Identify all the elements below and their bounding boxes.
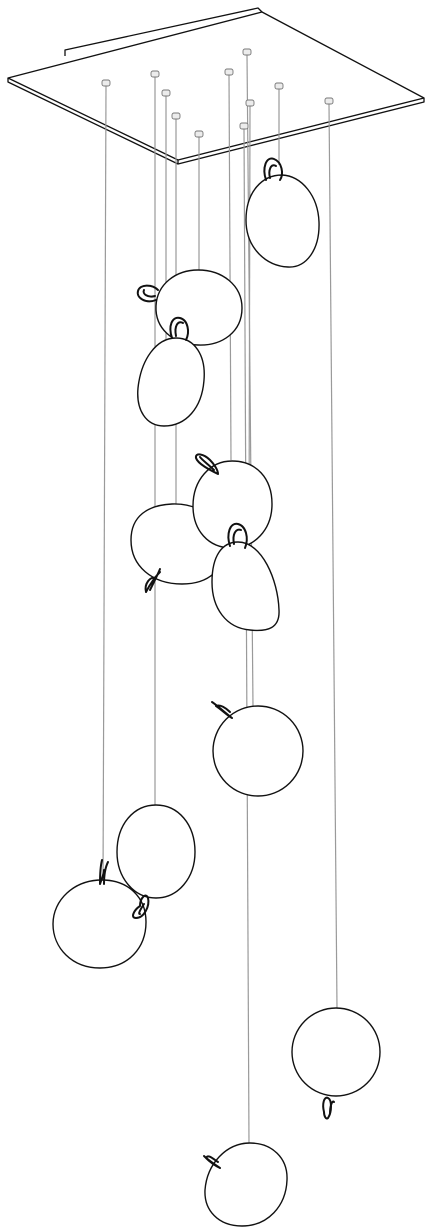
hook-loop-d	[144, 568, 161, 593]
pendant-h	[116, 804, 196, 899]
connector-7	[242, 48, 252, 56]
canopy-back-edge	[64, 7, 263, 56]
pendant-e	[192, 460, 273, 549]
connector-10	[274, 82, 284, 90]
wire-6	[228, 74, 232, 461]
connector-5	[194, 130, 204, 138]
pendant-f	[211, 541, 280, 632]
hook-loop-f	[227, 522, 248, 549]
connector-4	[171, 112, 181, 120]
pendant-k	[204, 1142, 288, 1227]
pendant-a	[245, 174, 320, 268]
wire-1	[102, 85, 107, 885]
hook-loop-k	[203, 1155, 221, 1169]
connector-2	[150, 70, 160, 78]
hook-loop-j	[322, 1096, 335, 1120]
hook-loop-b	[136, 284, 159, 303]
canopy-plate-top	[7, 11, 425, 161]
pendant-j	[291, 1007, 381, 1097]
hook-loop-h	[132, 894, 150, 919]
hook-loop-c	[169, 316, 189, 341]
pendant-b	[155, 269, 243, 346]
connector-3	[161, 89, 171, 97]
ceiling-canopy	[7, 7, 425, 165]
hook-loop-a	[263, 157, 283, 181]
wire-connectors	[101, 48, 334, 138]
pendant-i	[52, 879, 147, 969]
hook-loop-e	[194, 453, 219, 475]
wire-11	[328, 103, 338, 1009]
hook-loops	[99, 157, 335, 1169]
wire-9	[243, 128, 250, 1146]
hook-loop-g	[211, 701, 233, 719]
glass-pendants	[52, 174, 381, 1227]
connector-8	[245, 99, 255, 107]
connector-11	[324, 97, 334, 105]
connector-1	[101, 79, 111, 87]
connector-9	[239, 122, 249, 130]
connector-6	[224, 68, 234, 76]
pendant-c	[137, 337, 205, 427]
hook-loop-i	[99, 859, 109, 885]
pendant-g	[212, 705, 304, 797]
